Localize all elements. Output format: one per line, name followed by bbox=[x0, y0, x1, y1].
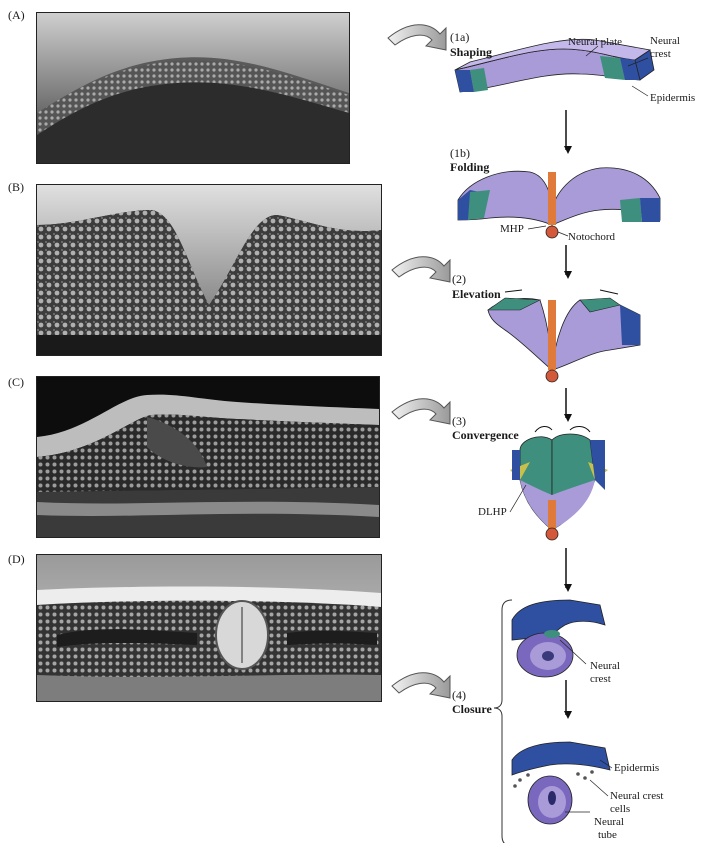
label-epidermis: Epidermis bbox=[650, 92, 695, 104]
step-4-name: Closure bbox=[452, 702, 492, 717]
label-closure-crest-line1: Neural bbox=[590, 660, 620, 672]
step-4-number: (4) bbox=[452, 688, 466, 703]
curved-arrow-1a bbox=[388, 25, 446, 50]
label-epidermis-closure: Epidermis bbox=[614, 762, 659, 774]
step-2-name: Elevation bbox=[452, 287, 501, 302]
step-1a-name: Shaping bbox=[450, 45, 492, 60]
elevation-plate bbox=[488, 290, 640, 382]
label-neural-tube-line1: Neural bbox=[594, 816, 624, 828]
label-dlhp: DLHP bbox=[478, 506, 507, 518]
step-1a-number: (1a) bbox=[450, 30, 469, 45]
label-neural-crest-line2: crest bbox=[650, 48, 671, 60]
label-mhp: MHP bbox=[500, 223, 524, 235]
step-3-name: Convergence bbox=[452, 428, 519, 443]
label-crest-cells-line2: cells bbox=[610, 803, 630, 815]
label-closure-crest-line2: crest bbox=[590, 673, 611, 685]
closure-stage-2 bbox=[512, 742, 610, 824]
curved-arrow-4 bbox=[392, 673, 450, 698]
label-neural-plate: Neural plate bbox=[568, 36, 622, 48]
step-1b-name: Folding bbox=[450, 160, 489, 175]
step-2-number: (2) bbox=[452, 272, 466, 287]
curved-arrow-3 bbox=[392, 399, 450, 424]
label-neural-crest-line1: Neural bbox=[650, 35, 680, 47]
convergence-plate bbox=[510, 426, 608, 540]
step-3-number: (3) bbox=[452, 414, 466, 429]
folding-plate bbox=[458, 168, 660, 238]
label-notochord: Notochord bbox=[568, 231, 615, 243]
label-crest-cells-line1: Neural crest bbox=[610, 790, 663, 802]
curved-arrow-2 bbox=[392, 257, 450, 282]
step-1b-number: (1b) bbox=[450, 146, 470, 161]
label-neural-tube-line2: tube bbox=[598, 829, 617, 841]
